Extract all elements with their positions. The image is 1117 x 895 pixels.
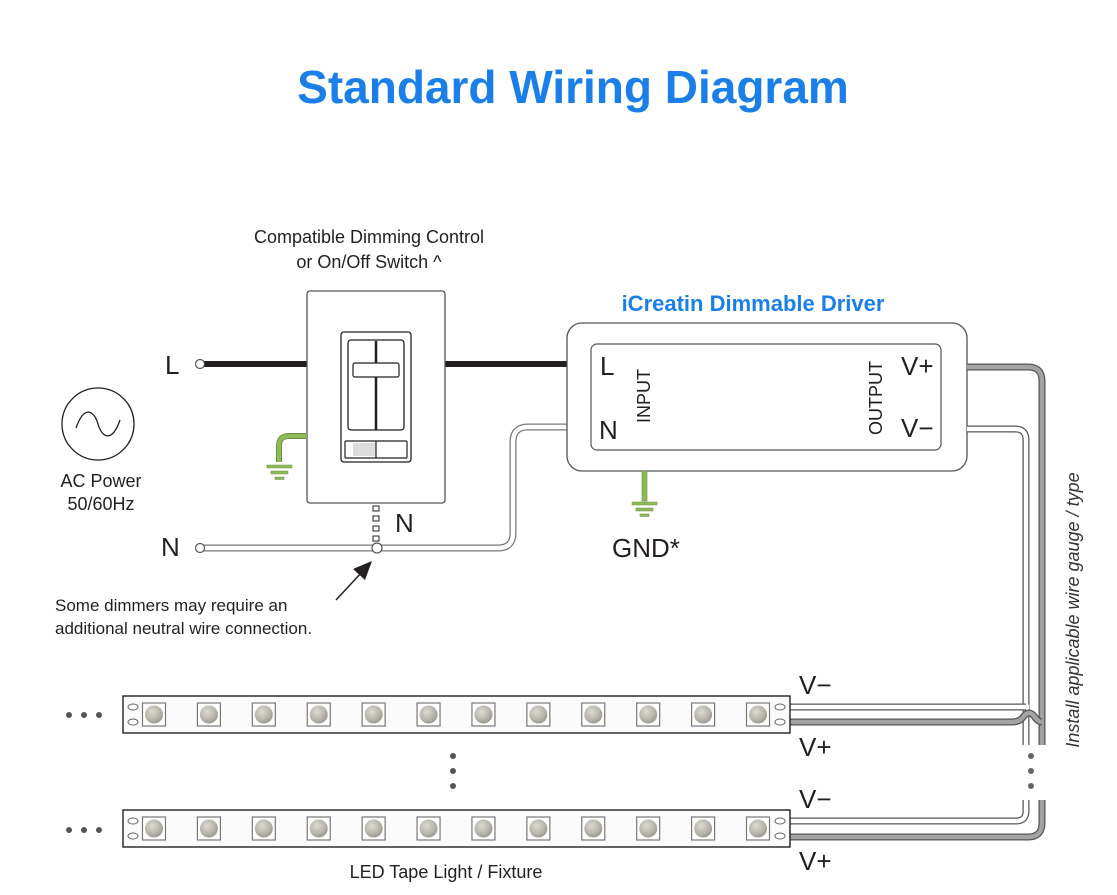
strip1-vplus-wire [790,709,1043,726]
led-emitter-icon [584,705,603,724]
solder-pad-icon [774,718,786,726]
led-emitter-icon [694,705,713,724]
led-emitter-icon [364,819,383,838]
ac-power-source-icon [61,387,135,461]
led-emitter-icon [694,819,713,838]
neutral-terminal-label: N [161,532,180,562]
solder-pad-icon [127,817,139,825]
led-emitter-icon [419,819,438,838]
led-emitter-icon [254,819,273,838]
line-terminal-label: L [165,350,179,380]
strip-vertical-dots-icon [450,753,456,789]
strip1-continuation-dots-icon [66,712,102,718]
note-line2: additional neutral wire connection. [55,619,312,638]
led-emitter-icon [474,819,493,838]
led-emitter-icon [199,819,218,838]
switch-toggle[interactable] [353,443,376,456]
led-emitter-icon [145,705,163,724]
switch-neutral-label: N [395,508,414,538]
strip-body [122,809,791,848]
led-emitter-icon [749,819,767,838]
driver-terminal-n: N [599,415,618,445]
led-emitter-icon [639,705,658,724]
switch-caption-line2: or On/Off Switch ^ [296,252,442,272]
strip2-continuation-dots-icon [66,827,102,833]
switch-caption-line1: Compatible Dimming Control [254,227,484,247]
driver-input-label: INPUT [634,369,654,423]
led-emitter-icon [309,819,328,838]
strip2-vplus-wire [790,800,1046,841]
note-line1: Some dimmers may require an [55,596,287,615]
driver-box [566,322,968,472]
solder-pad-icon [127,718,139,726]
driver-terminal-l: L [600,351,614,381]
annotation-arrow-icon [335,561,372,601]
solder-pad-icon [774,703,786,711]
led-strip-2 [122,809,791,848]
wire-gauge-note: Install applicable wire gauge / type [1063,472,1083,747]
strip1-vminus-label: V− [799,670,832,700]
driver-ground-icon [631,470,658,517]
optional-neutral-connection [371,505,383,554]
solder-pad-icon [127,832,139,840]
led-emitter-icon [364,705,383,724]
led-strip-1 [122,695,791,734]
led-emitter-icon [584,819,603,838]
led-emitter-icon [145,819,163,838]
led-emitter-icon [474,705,493,724]
led-emitter-icon [639,819,658,838]
solder-pad-icon [774,817,786,825]
led-caption: LED Tape Light / Fixture [350,862,543,882]
ac-frequency-label: 50/60Hz [67,494,134,514]
driver-terminal-vminus: V− [901,413,934,443]
neutral-wire [204,423,568,552]
ac-power-label: AC Power [60,471,141,491]
led-emitter-icon [199,705,218,724]
diagram-title: Standard Wiring Diagram [297,61,849,113]
vminus-output-wire [967,425,1030,745]
driver-ground-label: GND* [612,533,680,563]
vplus-output-wire [967,363,1046,745]
neutral-terminal-dot [194,542,206,554]
switch-ground-icon [266,433,307,480]
strip2-vplus-label: V+ [799,846,832,876]
solder-pad-icon [774,832,786,840]
led-emitter-icon [529,819,548,838]
driver-title: iCreatin Dimmable Driver [622,291,885,316]
strip1-vplus-label: V+ [799,732,832,762]
strip2-vminus-wire [790,800,1030,825]
led-emitter-icon [749,705,767,724]
driver-terminal-vplus: V+ [901,351,934,381]
wire-continuation-dots-icon [1028,753,1034,789]
led-emitter-icon [529,705,548,724]
dimmer-switch[interactable] [306,290,446,504]
strip2-vminus-label: V− [799,784,832,814]
led-emitter-icon [254,705,273,724]
dimmer-slider-knob[interactable] [352,362,400,378]
led-emitter-icon [419,705,438,724]
solder-pad-icon [127,703,139,711]
strip-body [122,695,791,734]
led-emitter-icon [309,705,328,724]
line-terminal-dot [194,358,206,370]
driver-output-label: OUTPUT [866,361,886,435]
